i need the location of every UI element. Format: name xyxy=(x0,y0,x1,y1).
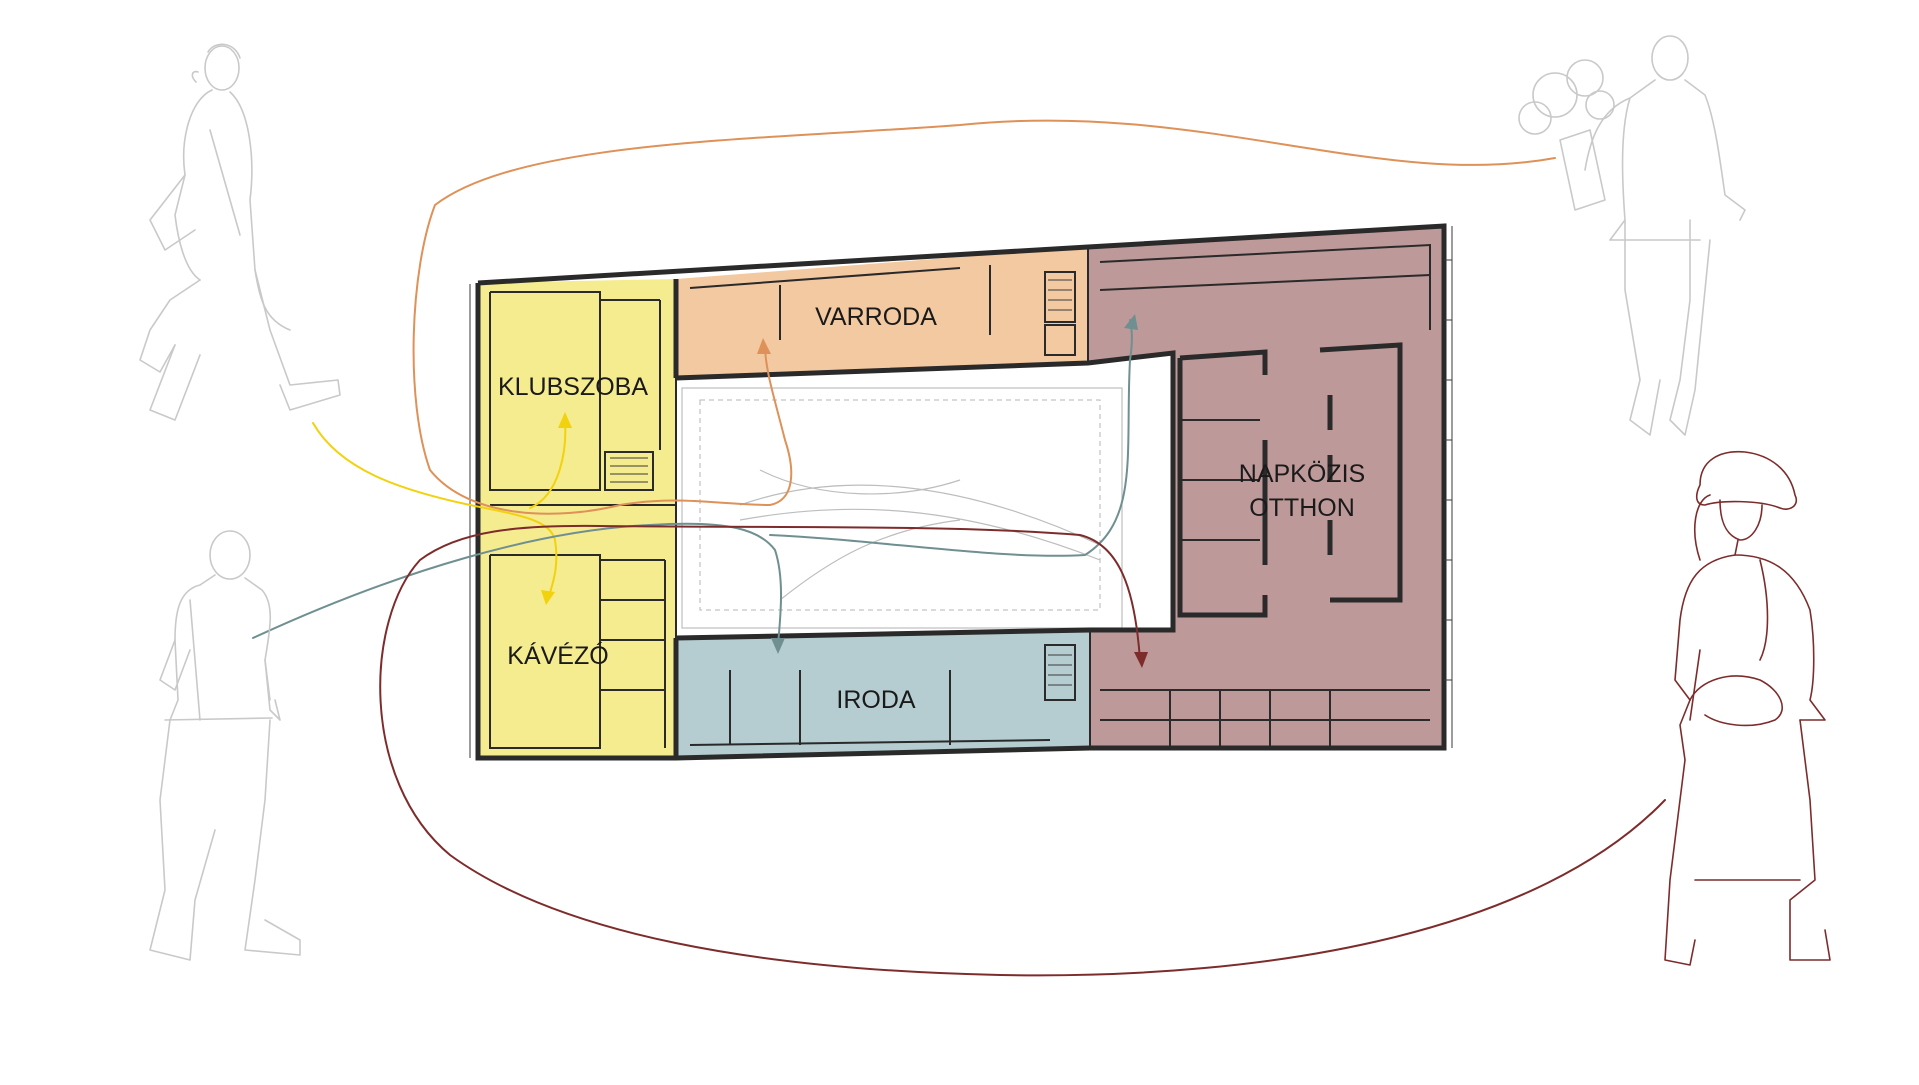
flow-orange xyxy=(412,119,1556,515)
label-kavezo: KÁVÉZÓ xyxy=(507,641,608,670)
courtyard xyxy=(681,387,1123,629)
flow-maroon xyxy=(379,524,1666,977)
arrowhead-yellow-1 xyxy=(558,412,572,428)
arrowhead-teal-1 xyxy=(771,638,785,654)
flow-teal xyxy=(252,522,782,646)
zone-iroda xyxy=(676,630,1090,758)
label-iroda: IRODA xyxy=(836,686,916,714)
label-varroda: VARRODA xyxy=(815,303,937,331)
person-woman-walking-icon xyxy=(139,43,341,421)
zone-varroda xyxy=(676,247,1088,378)
person-man-walking-icon xyxy=(149,530,301,961)
arrowhead-yellow-2 xyxy=(541,590,555,605)
arrowhead-orange xyxy=(757,338,771,354)
flow-teal-branch xyxy=(769,319,1133,557)
zone-klubszoba xyxy=(478,279,676,530)
label-napkozis-2: OTTHON xyxy=(1249,494,1355,522)
label-napkozis-1: NAPKÖZIS xyxy=(1239,460,1365,488)
arrowhead-teal-2 xyxy=(1124,314,1138,330)
person-woman-with-hat-icon xyxy=(1664,450,1831,966)
flow-lines xyxy=(252,119,1666,977)
zone-kavezo xyxy=(478,530,676,758)
person-with-flowers-icon xyxy=(1518,35,1746,436)
flow-yellow xyxy=(312,422,558,601)
flow-yellow-branch xyxy=(529,419,567,509)
walls xyxy=(469,223,1453,761)
label-klubszoba: KLUBSZOBA xyxy=(498,373,648,401)
arrowhead-maroon xyxy=(1134,652,1148,668)
